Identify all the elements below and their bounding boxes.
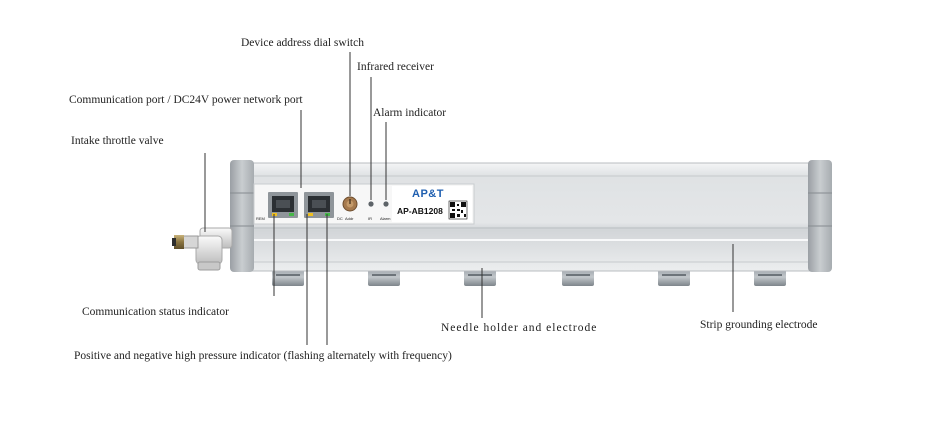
left-end-cap: [230, 160, 254, 272]
brand-logo: AP&T: [412, 188, 444, 200]
ir-label: IR: [368, 216, 372, 221]
status-led: [289, 213, 294, 216]
port-left-label: REM: [256, 216, 265, 221]
communication-port-left: [268, 192, 298, 218]
needle-holder: [368, 268, 400, 286]
dial-label: Addr: [345, 216, 354, 221]
alarm-led: [383, 201, 389, 207]
needle-holder: [272, 268, 304, 286]
infrared-receiver: [368, 201, 374, 207]
model-number: AP-AB1208: [397, 206, 443, 216]
qr-code: [448, 200, 468, 220]
port-right-label: DC: [337, 216, 343, 221]
needle-holder: [464, 268, 496, 286]
communication-port-right: [304, 192, 334, 218]
intake-throttle-valve: [172, 227, 233, 271]
leader-lines: [204, 52, 734, 345]
label-hv-indicator: Positive and negative high pressure indi…: [74, 350, 452, 362]
label-needle-holder: Needle holder and electrode: [441, 322, 598, 334]
needle-holder: [754, 268, 786, 286]
needle-holders: [272, 268, 786, 286]
label-alarm-indicator: Alarm indicator: [373, 107, 447, 119]
label-strip-grounding: Strip grounding electrode: [700, 319, 818, 331]
needle-holder: [658, 268, 690, 286]
needle-holder: [562, 268, 594, 286]
label-infrared-receiver: Infrared receiver: [357, 61, 434, 73]
hv-led-positive: [308, 213, 313, 216]
label-intake-throttle-valve: Intake throttle valve: [71, 135, 164, 147]
label-communication-status: Communication status indicator: [82, 306, 229, 318]
control-panel: [253, 183, 475, 225]
alarm-label: Alarm: [380, 216, 391, 221]
label-communication-port: Communication port / DC24V power network…: [69, 94, 303, 106]
label-dial-switch: Device address dial switch: [241, 37, 364, 49]
right-end-cap: [808, 160, 832, 272]
